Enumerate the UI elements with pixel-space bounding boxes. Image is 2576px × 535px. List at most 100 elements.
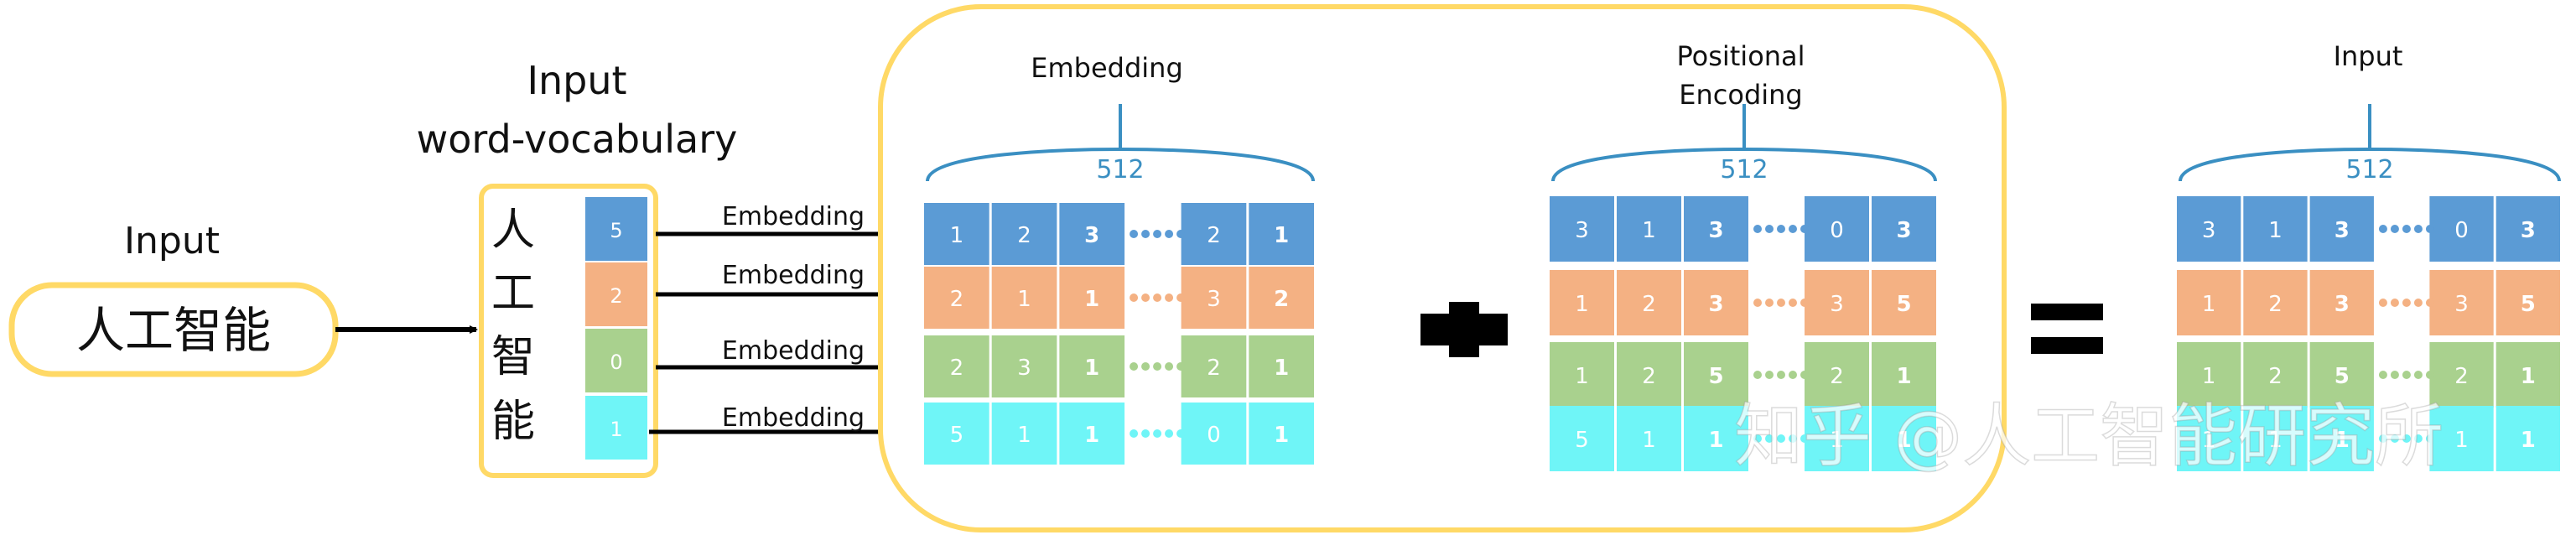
matrix-cell-value: 2 xyxy=(1207,223,1221,248)
ellipsis-dot xyxy=(2390,299,2399,307)
ellipsis-dot xyxy=(1165,293,1174,302)
matrix-cell-value: 1 xyxy=(2454,428,2469,453)
ellipsis-dot xyxy=(1777,299,1785,307)
matrix-cell xyxy=(2243,342,2308,408)
ellipsis-dot xyxy=(2413,434,2423,443)
matrix-cell xyxy=(2309,270,2374,335)
matrix-cell xyxy=(991,335,1057,397)
matrix-cell-value: 1 xyxy=(2202,364,2216,389)
ellipsis-dot xyxy=(2402,299,2411,307)
matrix-cell xyxy=(1059,335,1125,397)
matrix-cell-value: 3 xyxy=(2521,218,2536,243)
matrix-cell-value: 3 xyxy=(2334,292,2350,317)
matrix-cell-value: 2 xyxy=(1642,292,1656,317)
ellipsis-dot xyxy=(2425,371,2434,379)
ellipsis-dot xyxy=(2413,371,2423,379)
ellipsis-dot xyxy=(1765,434,1774,443)
matrix-cell-value: 3 xyxy=(2334,218,2350,243)
ellipsis-dot xyxy=(1130,362,1139,371)
matrix-cell-value: 3 xyxy=(1017,356,1031,381)
matrix-cell-value: 2 xyxy=(2454,364,2469,389)
embedding-title: Embedding xyxy=(1031,52,1183,84)
matrix-cell xyxy=(2309,342,2374,408)
ellipsis-dot xyxy=(1130,230,1139,238)
vocab-id-value: 2 xyxy=(610,284,622,308)
matrix-cell xyxy=(1249,203,1314,265)
embedding-arrow-label: Embedding xyxy=(722,403,865,433)
matrix-cell-value: 1 xyxy=(1274,223,1289,248)
matrix-cell xyxy=(1550,196,1614,262)
equals-sign xyxy=(2031,304,2103,354)
matrix-cell-value: 3 xyxy=(2202,218,2216,243)
matrix-cell-value: 5 xyxy=(1708,364,1723,389)
ellipsis-dot xyxy=(1777,434,1785,443)
ellipsis-dot xyxy=(1153,293,1162,302)
matrix-cell-value: 1 xyxy=(1274,423,1289,448)
vocab-ids: 5 2 0 1 xyxy=(585,197,647,460)
matrix-cell-value: 3 xyxy=(1575,218,1589,243)
vocab-id-value: 1 xyxy=(610,418,622,441)
input-label: Input xyxy=(124,220,220,262)
matrix-cell-value: 1 xyxy=(1084,287,1099,312)
matrix-cell xyxy=(1684,406,1748,471)
matrix-cell xyxy=(2496,406,2560,471)
matrix-cell xyxy=(2429,270,2494,335)
dimension-label: 512 xyxy=(1720,155,1768,184)
matrix-cell xyxy=(1617,406,1681,471)
matrix-cell xyxy=(991,403,1057,465)
matrix-cell-value: 1 xyxy=(2268,218,2283,243)
matrix-cell-value: 3 xyxy=(2454,292,2469,317)
matrix-cell-value: 3 xyxy=(1830,292,1844,317)
ellipsis-dot xyxy=(1165,429,1174,438)
ellipsis-dot xyxy=(1777,225,1785,233)
vocab-char: 智 xyxy=(491,332,535,382)
matrix-cell xyxy=(2429,196,2494,262)
ellipsis-dot xyxy=(2390,225,2399,233)
matrix-cell-value: 2 xyxy=(1274,287,1289,312)
matrix-cell-value: 1 xyxy=(1896,364,1911,389)
ellipsis-dot xyxy=(2378,434,2387,443)
matrix-cell xyxy=(1617,342,1681,408)
matrix-cell-value: 5 xyxy=(2521,292,2536,317)
matrix-cell-value: 1 xyxy=(2202,292,2216,317)
matrix-cell-value: 1 xyxy=(1575,292,1589,317)
vocab-char: 能 xyxy=(491,397,535,447)
matrix-cell xyxy=(1684,196,1748,262)
vocab-id-value: 5 xyxy=(610,219,622,242)
matrix-cell-value: 5 xyxy=(1575,428,1589,453)
ellipsis-dot xyxy=(2378,299,2387,307)
ellipsis-dot xyxy=(1141,230,1150,238)
ellipsis-dot xyxy=(1165,362,1174,371)
matrix-cell-value: 3 xyxy=(1896,218,1911,243)
embedding-arrow-label: Embedding xyxy=(722,336,865,366)
matrix-cell-value: 2 xyxy=(2268,364,2283,389)
ellipsis-dot xyxy=(1753,299,1762,307)
matrix-cell xyxy=(2496,270,2560,335)
matrix-cell xyxy=(1550,270,1614,335)
dimension-label: 512 xyxy=(2345,155,2393,184)
matrix-cell xyxy=(991,267,1057,329)
ellipsis-dot xyxy=(1789,225,1797,233)
ellipsis-dot xyxy=(2402,434,2411,443)
input-text: 人工智能 xyxy=(76,302,271,359)
matrix-cell-value: 3 xyxy=(1084,223,1099,248)
matrix-cell xyxy=(2243,406,2308,471)
matrix-cell xyxy=(1872,342,1936,408)
matrix-cell xyxy=(1805,342,1869,408)
vocab-id-value: 0 xyxy=(610,351,622,374)
matrix-cell-value: 5 xyxy=(2334,364,2350,389)
matrix-cell-value: 1 xyxy=(1642,218,1656,243)
ellipsis-dot xyxy=(1800,371,1809,379)
matrix-cell xyxy=(1059,403,1125,465)
result-title: Input xyxy=(2334,40,2403,72)
ellipsis-dot xyxy=(1141,429,1150,438)
ellipsis-dot xyxy=(1176,293,1186,302)
dimension-label: 512 xyxy=(1096,155,1144,184)
ellipsis-dot xyxy=(1165,230,1174,238)
vocab-char: 人 xyxy=(491,205,535,256)
matrix-cell-value: 2 xyxy=(950,287,964,312)
positional-title-line2: Encoding xyxy=(1679,79,1802,111)
